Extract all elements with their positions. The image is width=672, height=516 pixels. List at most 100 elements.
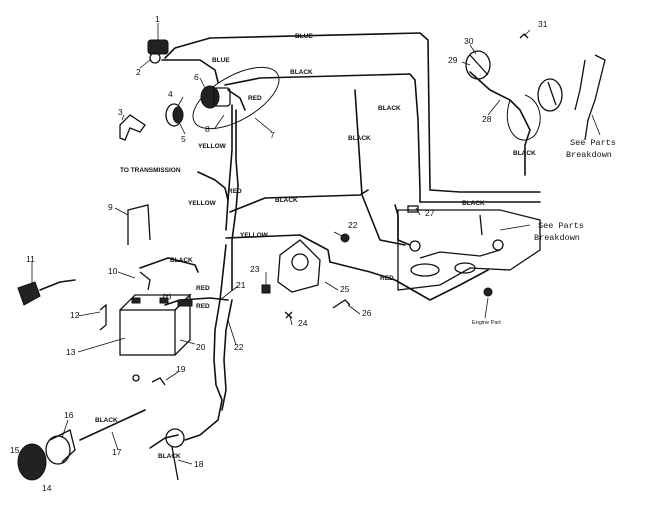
label-red-mid: RED [228, 188, 242, 195]
callout-4: 4 [168, 89, 173, 99]
callout-24: 24 [298, 318, 308, 328]
yellow-wire-lower [225, 234, 331, 263]
black-wire-right [354, 89, 406, 246]
label-yellow-lower: YELLOW [240, 232, 269, 239]
callout-19: 19 [176, 364, 186, 374]
callout-12: 12 [70, 310, 80, 320]
label-red-engine: RED [380, 275, 394, 282]
callout-10: 10 [108, 266, 118, 276]
leader-lines [31, 23, 601, 465]
cable-17 [79, 409, 146, 441]
callout-11: 11 [26, 254, 35, 264]
label-black-cable17: BLACK [95, 417, 118, 424]
note-see-parts-engine-1: See Parts [538, 221, 584, 231]
note-see-parts-upper-1: See Parts [570, 138, 616, 148]
red-wire-upper [227, 89, 246, 111]
fuse-21 [177, 299, 193, 307]
label-black-cable18: BLACK [158, 453, 181, 460]
connector-11 [17, 281, 41, 306]
ignition-coil [465, 50, 563, 112]
engine-part-bolt [483, 287, 493, 297]
black-wire-mid [229, 189, 369, 213]
callout-22b: 22 [348, 220, 358, 230]
terminal-27 [407, 205, 419, 213]
callout-2: 2 [136, 67, 141, 77]
part-19 [132, 374, 166, 386]
callout-20: 20 [196, 342, 206, 352]
label-black-right1: BLACK [378, 105, 401, 112]
bracket-12 [99, 303, 107, 331]
part-31 [519, 33, 529, 39]
headlight [17, 429, 76, 481]
callout-8: 8 [205, 124, 210, 134]
lower-harness-2 [221, 299, 233, 411]
callout-18: 18 [194, 459, 204, 469]
callout-29: 29 [448, 55, 458, 65]
label-blue-small: BLUE [212, 57, 230, 64]
callout-7: 7 [270, 130, 275, 140]
callout-16: 16 [64, 410, 74, 420]
label-red-upper: RED [248, 95, 262, 102]
callout-30: 30 [464, 36, 474, 46]
callout-1: 1 [155, 14, 160, 24]
callout-25: 25 [340, 284, 350, 294]
note-see-parts-upper-2: Breakdown [566, 150, 612, 160]
label-black-top: BLACK [290, 69, 313, 76]
label-to-transmission: TO TRANSMISSION [120, 167, 181, 174]
ignition-key [119, 114, 146, 141]
terminal-26 [332, 299, 351, 309]
callout-14: 14 [42, 483, 52, 493]
lower-harness [184, 244, 227, 441]
notes: See Parts Breakdown See Parts Breakdown … [472, 138, 616, 326]
coil-loop [506, 94, 541, 141]
switch-highlight-ellipse [192, 66, 280, 130]
red-wire-mid [231, 109, 239, 291]
blue-wire [164, 32, 541, 193]
engine-block [397, 209, 541, 291]
label-red-battery: RED [196, 285, 210, 292]
label-yellow-mid: YELLOW [188, 200, 217, 207]
red-battery-wire [164, 297, 229, 306]
note-see-parts-engine-2: Breakdown [534, 233, 580, 243]
callout-23: 23 [250, 264, 260, 274]
callout-17: 17 [112, 447, 122, 457]
black-wire-top [224, 73, 541, 203]
callout-6: 6 [194, 72, 199, 82]
label-black-right2: BLACK [348, 135, 371, 142]
callout-9: 9 [108, 202, 113, 212]
parts [17, 33, 606, 481]
yellow-wire-left [225, 104, 233, 231]
label-red-cable: RED [196, 303, 210, 310]
coil-wire [469, 71, 531, 146]
callout-28: 28 [482, 114, 492, 124]
callout-13: 13 [66, 347, 76, 357]
callout-22a: 22 [234, 342, 244, 352]
callout-31: 31 [538, 19, 548, 29]
solenoid [261, 239, 321, 294]
starter-switch [200, 85, 231, 109]
label-yellow-left: YELLOW [198, 143, 227, 150]
nut-22 [340, 233, 350, 243]
red-starter-cable [329, 261, 489, 301]
callout-numbers: 1 2 3 4 5 6 7 8 9 10 11 12 13 14 15 16 1… [10, 14, 548, 493]
wires [39, 32, 541, 449]
callout-15: 15 [10, 445, 20, 455]
callout-27: 27 [425, 208, 435, 218]
blue-wire-small [161, 59, 219, 83]
black-battery-wire [139, 257, 199, 273]
lamp-18 [165, 428, 185, 481]
wire-labels: BLUE BLUE BLACK RED BLACK BLACK BLACK YE… [95, 33, 536, 460]
wire-clip-9 [127, 204, 151, 245]
label-black-mid: BLACK [275, 197, 298, 204]
wire-11 [39, 279, 76, 291]
screw-24 [284, 311, 293, 319]
callout-5: 5 [181, 134, 186, 144]
part-10 [139, 271, 151, 291]
callout-26: 26 [362, 308, 372, 318]
label-black-coil: BLACK [513, 150, 536, 157]
label-black-engine: BLACK [462, 200, 485, 207]
label-blue-top: BLUE [295, 33, 313, 40]
switch-nut [165, 103, 184, 127]
